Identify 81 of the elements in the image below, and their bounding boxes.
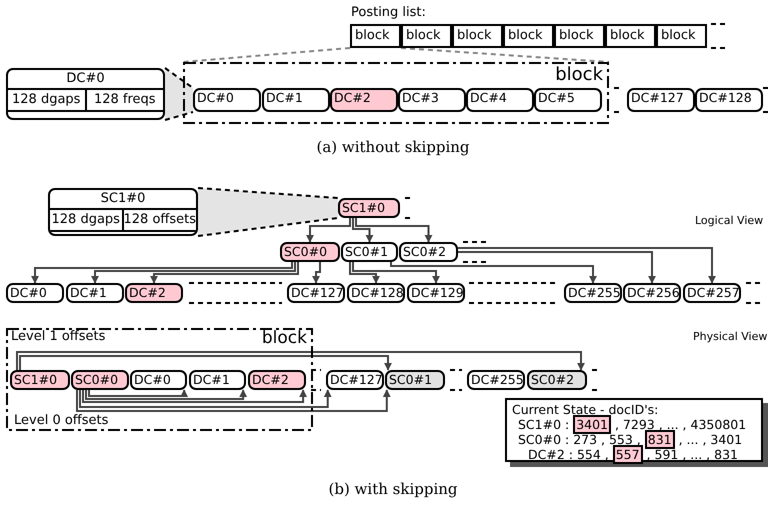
block-frame [183,62,609,124]
arrow [82,389,308,403]
chunk-box: SC0#0 [71,370,129,390]
arrow [19,355,392,371]
arrow [312,262,321,284]
zoom-guide-line [198,217,338,237]
figure-caption: (b) with skipping [328,480,458,498]
table-cell: 128 dgaps [50,210,124,230]
arrow [306,218,351,243]
chunk-box: DC#1 [189,370,246,390]
chunk-box: DC#0 [193,88,261,112]
arrow [76,389,391,412]
chunk-box: SC0#0 [280,242,340,262]
chunk-box: DC#1 [262,88,330,112]
zoom-guide-line [164,111,194,121]
chunk-box: SC0#1 [385,370,445,390]
arrow [16,351,585,371]
zoom-guide-line [164,67,194,89]
chunk-box: DC#256 [623,283,681,303]
arrow [85,389,248,400]
zoom-guide-line [198,187,338,199]
chunk-box: DC#255 [467,370,525,390]
arrow [91,262,296,284]
table-header: DC#0 [8,70,163,90]
arrow [390,262,597,284]
chunk-box: DC#2 [248,370,306,390]
block-cell: block [656,24,707,48]
chunk-box: DC#2 [330,88,398,112]
chunk-detail-table [6,68,165,120]
arrow [88,389,188,398]
arrow [458,251,656,284]
chunk-box: SC0#2 [399,242,458,262]
table-header: SC1#0 [50,190,196,210]
frame-title: block [262,328,307,348]
arrow [355,218,432,243]
chunk-box: DC#4 [466,88,534,112]
table-cell-text: 128 offsets [124,211,196,229]
view-title: Physical View [693,330,768,343]
panel-heading: Current State - docID's: [512,402,660,417]
chunk-box: DC#0 [130,370,187,390]
table-cell: 128 dgaps [8,90,86,110]
frame-title: block [555,64,603,85]
arrow [349,262,380,284]
chunk-box: DC#2 [125,283,183,303]
chunk-box: DC#0 [6,283,64,303]
chunk-box: DC#129 [407,283,465,303]
chunk-box: DC#127 [287,283,345,303]
block-cell: block [554,24,605,48]
frame-note: Level 1 offsets [11,329,106,345]
chunk-box: SC0#1 [341,242,398,262]
chunk-box: DC#255 [564,283,622,303]
block-cell: block [503,24,554,48]
chunk-detail-table [48,188,198,236]
arrow [31,262,293,284]
block-cell: block [401,24,452,48]
arrow [150,262,299,284]
chunk-box: DC#127 [627,88,695,112]
table-cell-text: 128 freqs [92,91,157,109]
block-cell: block [350,24,401,48]
block-frame [6,328,313,431]
chunk-box: DC#3 [398,88,466,112]
arrow [352,262,440,284]
chunk-box: DC#5 [534,88,602,112]
block-cell: block [452,24,503,48]
chunk-box: DC#1 [66,283,124,303]
chunk-box: SC1#0 [10,370,70,390]
chunk-box: SC0#2 [527,370,587,390]
chunk-box: DC#257 [683,283,741,303]
arrow [352,218,374,243]
frame-note: Level 0 offsets [14,413,108,429]
block-cell: block [605,24,656,48]
view-title: Logical View [695,214,764,227]
list-heading: Posting list: [351,5,426,20]
chunk-box: DC#127 [326,370,384,390]
chunk-box: DC#128 [695,88,763,112]
figure-caption: (a) without skipping [316,138,470,156]
arrow [79,389,332,408]
arrow [458,247,716,284]
chunk-box: SC1#0 [338,198,400,218]
chunk-box: DC#128 [347,283,405,303]
zoom-guide-line [182,47,350,63]
